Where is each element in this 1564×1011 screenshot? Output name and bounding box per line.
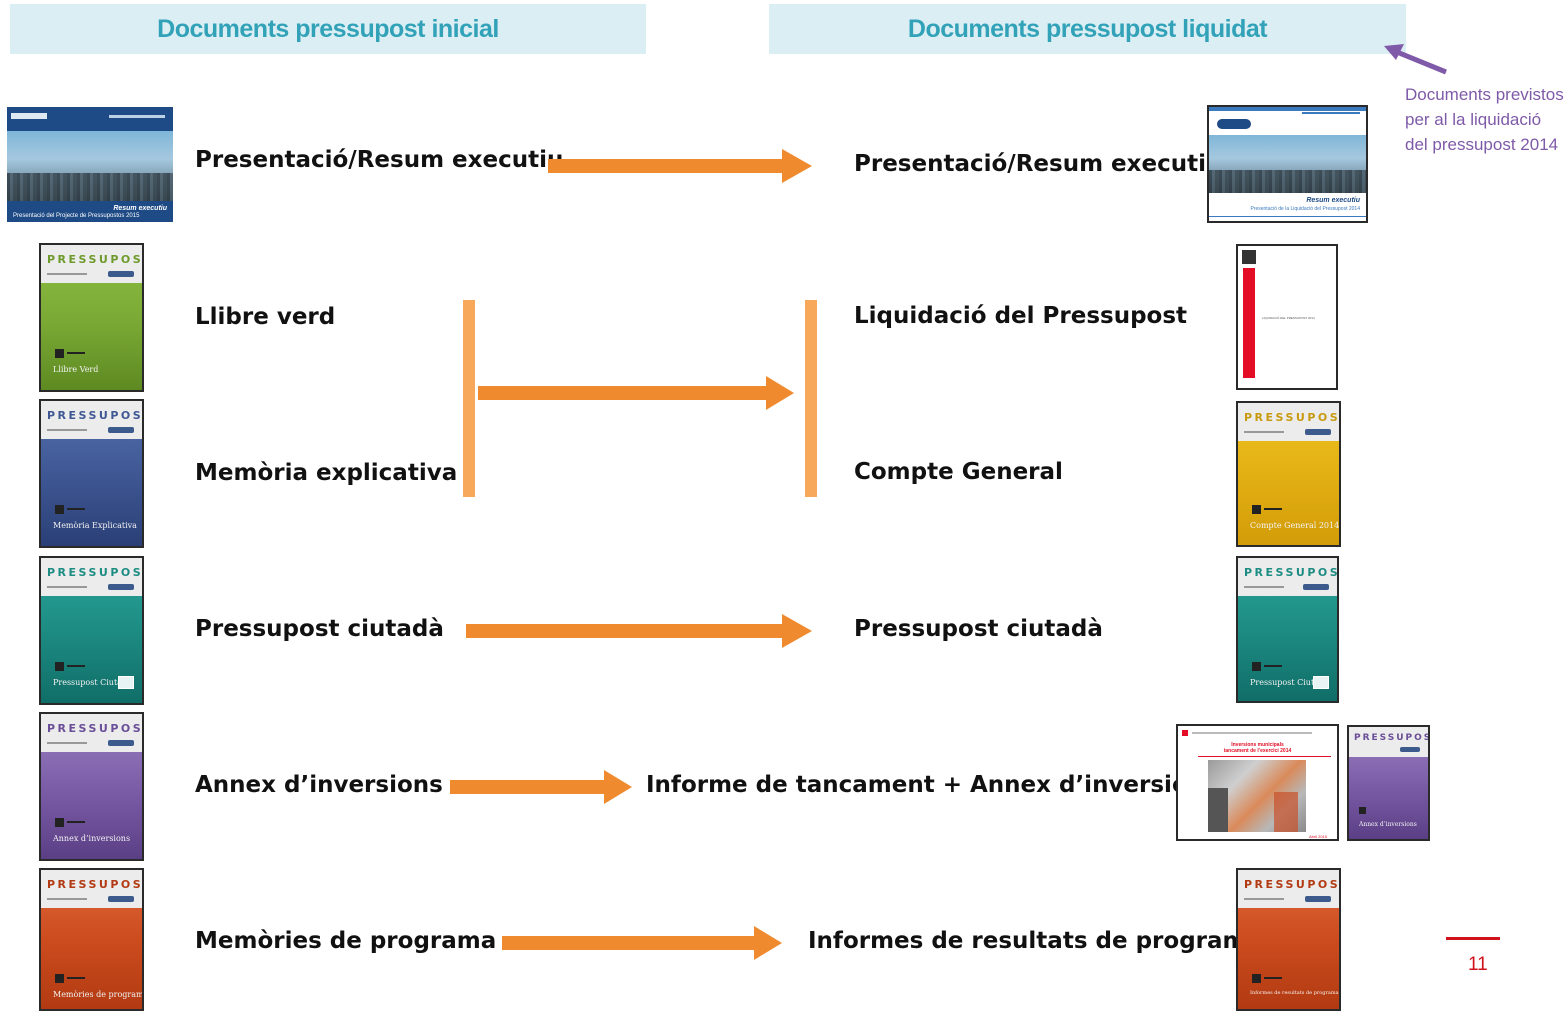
cover-resum-executiu-liquidated: Resum executiu Presentació de la Liquida… (1207, 105, 1368, 223)
page-number-rule (1446, 937, 1500, 940)
cover-llibre-verd: PRESSUPOST Llibre Verd (39, 243, 144, 392)
arrow-annex (450, 770, 632, 804)
header-liquidated: Documents pressupost liquidat (769, 4, 1406, 54)
cover-informe-tancament: Inversions municipals tancament de l’exe… (1176, 724, 1339, 841)
arrow-memories (502, 926, 782, 960)
bracket-left (463, 300, 475, 497)
label-liquidacio-pressupost: Liquidació del Pressupost (854, 303, 1188, 329)
header-initial: Documents pressupost inicial (10, 4, 646, 54)
forecast-note: Documents previstos per al la liquidació… (1405, 85, 1564, 154)
arrow-llibre-memoria (478, 376, 794, 410)
bracket-right (805, 300, 817, 497)
cover-informes-resultats: PRESSUPOST Informes de resultats de prog… (1236, 868, 1341, 1011)
document-icon (1313, 676, 1329, 689)
cover-liquidacio-pressupost: LIQUIDACIÓ DEL PRESSUPOST 2014 (1236, 244, 1338, 390)
label-presentacio-initial: Presentació/Resum executiu (195, 147, 564, 173)
label-memoria-explicativa: Memòria explicativa (195, 460, 458, 486)
label-memories-programa: Memòries de programa (195, 928, 497, 954)
label-compte-general: Compte General (854, 459, 1063, 485)
note-pointer-arrow (1384, 44, 1447, 75)
label-annex-inversions: Annex d’inversions (195, 772, 443, 798)
cover-pressupost-ciutada-initial: PRESSUPOST Pressupost Ciutadà (39, 556, 144, 705)
label-presentacio-liquidated: Presentació/Resum executiu (854, 151, 1223, 177)
label-llibre-verd: Llibre verd (195, 304, 336, 330)
label-informe-tancament: Informe de tancament + Annex d’inversion… (646, 772, 1218, 798)
document-icon (118, 676, 134, 689)
cover-annex-inversions-initial: PRESSUPOST Annex d’inversions (39, 712, 144, 861)
cover-resum-executiu-initial: Resum executiu Presentació del Projecte … (7, 107, 173, 222)
cover-pressupost-ciutada-liquidated: PRESSUPOST Pressupost Ciutadà (1236, 556, 1339, 703)
cover-compte-general: PRESSUPOST Compte General 2014 (1236, 401, 1341, 547)
page-number: 11 (1468, 954, 1488, 975)
cover-memories-programa: PRESSUPOST Memòries de programa (39, 868, 144, 1011)
arrow-presentacio (548, 149, 812, 183)
label-pressupost-ciutada-liquidated: Pressupost ciutadà (854, 616, 1103, 642)
label-informes-resultats: Informes de resultats de programa (808, 928, 1263, 954)
cover-memoria-explicativa: PRESSUPOST Memòria Explicativa (39, 399, 144, 548)
cover-annex-inversions-liquidated: PRESSUPOST Annex d’inversions (1347, 725, 1430, 841)
arrow-pressupost-ciutada (466, 614, 812, 648)
label-pressupost-ciutada-initial: Pressupost ciutadà (195, 616, 444, 642)
